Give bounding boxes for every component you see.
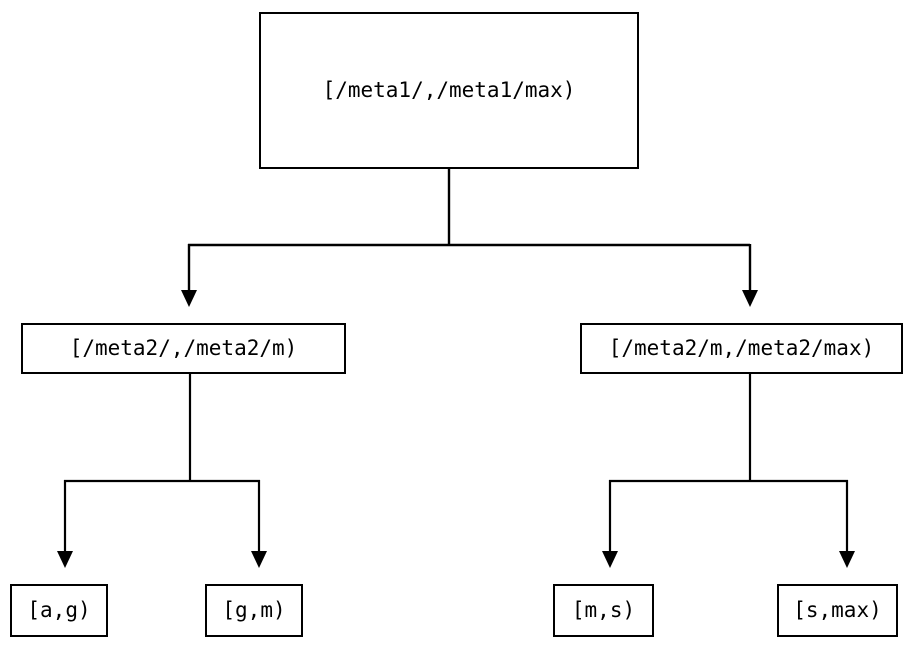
- tree-node-leaf-gm[interactable]: [g,m): [205, 584, 303, 637]
- tree-node-meta2-low[interactable]: [/meta2/,/meta2/m): [21, 323, 346, 374]
- tree-node-leaf-ag-label: [a,g): [27, 598, 91, 622]
- arrowhead-meta2-low-to-leaf-gm: [251, 551, 267, 568]
- edge-root-to-meta2-group: [181, 169, 758, 307]
- tree-node-leaf-smax[interactable]: [s,max): [777, 584, 898, 637]
- tree-node-meta2-high[interactable]: [/meta2/m,/meta2/max): [580, 323, 903, 374]
- arrowhead-root-to-meta2-low: [181, 290, 197, 307]
- tree-node-leaf-ms-label: [m,s): [571, 598, 636, 622]
- tree-node-leaf-ms[interactable]: [m,s): [553, 584, 654, 637]
- tree-node-meta2-high-label: [/meta2/m,/meta2/max): [608, 336, 875, 360]
- arrowhead-meta2-high-to-leaf-ms: [602, 551, 618, 568]
- tree-node-meta2-low-label: [/meta2/,/meta2/m): [69, 336, 298, 360]
- tree-node-root-label: [/meta1/,/meta1/max): [322, 78, 576, 102]
- tree-node-leaf-gm-label: [g,m): [222, 598, 286, 622]
- tree-node-leaf-smax-label: [s,max): [793, 598, 882, 622]
- edge-meta2-high-to-leaves-group: [602, 374, 855, 568]
- tree-node-root[interactable]: [/meta1/,/meta1/max): [259, 12, 639, 169]
- arrowhead-meta2-high-to-leaf-smax: [839, 551, 855, 568]
- tree-node-leaf-ag[interactable]: [a,g): [10, 584, 108, 637]
- arrowhead-meta2-low-to-leaf-ag: [57, 551, 73, 568]
- arrowhead-root-to-meta2-high: [742, 290, 758, 307]
- edge-meta2-low-to-leaves-group: [57, 374, 267, 568]
